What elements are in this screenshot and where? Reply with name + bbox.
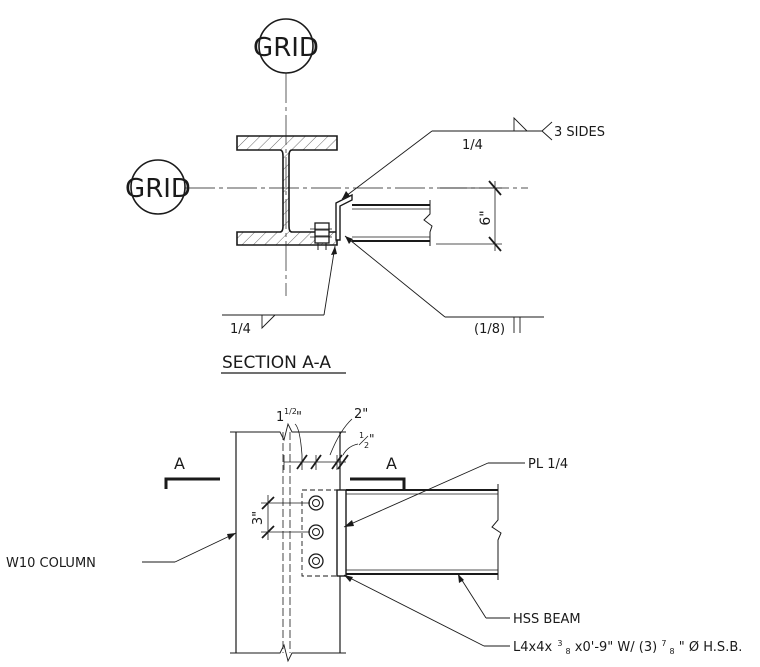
angle-label-part-b: x0'-9" W/ (3) xyxy=(575,640,662,655)
beam-callout: HSS BEAM xyxy=(457,573,581,627)
hss-beam-plan xyxy=(352,200,433,246)
section-marker-right-label: A xyxy=(386,454,397,473)
dim-edge-unit: " xyxy=(296,410,302,425)
section-marker-left-label: A xyxy=(174,454,185,473)
plate-label: PL 1/4 xyxy=(528,457,568,472)
dimension-depth-label: 6" xyxy=(478,210,494,225)
dimensions-top: 1 1/2 " 2" 1 2 " xyxy=(276,407,375,470)
dimension-6in: 6" xyxy=(436,180,502,252)
dimension-bolt-spacing: 3" xyxy=(251,495,310,540)
weld-right-size: (1/8) xyxy=(474,322,505,337)
weld-top-size: 1/4 xyxy=(462,138,483,153)
shear-plate-elevation xyxy=(336,489,347,577)
dim-bolt-spacing-label: 3" xyxy=(251,511,266,525)
hss-beam-elevation xyxy=(346,484,502,580)
bolt-3 xyxy=(308,553,324,569)
angle-frac-b-den: 8 xyxy=(670,647,675,656)
bolt-1 xyxy=(308,495,324,511)
weld-top-note: 3 SIDES xyxy=(554,125,605,140)
section-view: GRID GRID xyxy=(125,18,605,374)
angle-frac-a-num: 3 xyxy=(557,639,562,648)
dim-gap-label: 2" xyxy=(354,407,368,422)
weld-bottom-size: 1/4 xyxy=(230,322,251,337)
beam-label: HSS BEAM xyxy=(513,612,581,627)
section-title: SECTION A-A xyxy=(222,353,331,373)
elevation-view: A A xyxy=(6,407,742,663)
angle-frac-a-den: 8 xyxy=(566,647,571,656)
clip-angle-section xyxy=(335,193,353,241)
grid-label-top: GRID xyxy=(253,33,319,63)
grid-bubble-top: GRID xyxy=(253,18,319,74)
section-marker-right: A xyxy=(350,454,406,489)
grid-bubble-left: GRID xyxy=(125,159,191,215)
angle-label-part-c: " Ø H.S.B. xyxy=(679,640,743,655)
angle-label: L4x4x 3 8 x0'-9" W/ (3) 7 8 " Ø H.S.B. xyxy=(513,635,742,658)
plate-callout: PL 1/4 xyxy=(343,457,568,528)
angle-callout: L4x4x 3 8 x0'-9" W/ (3) 7 8 " Ø H.S.B. xyxy=(343,574,742,658)
bolts-elevation xyxy=(308,495,324,569)
weld-symbol-top: 1/4 3 SIDES xyxy=(341,116,605,200)
column-section-shape xyxy=(236,135,338,246)
dim-half-num: 1 xyxy=(359,431,364,440)
dim-edge-fraction: 1/2 xyxy=(284,407,297,416)
column-elevation xyxy=(230,422,346,663)
weld-symbol-right: (1/8) xyxy=(344,235,544,337)
bolt-section xyxy=(310,222,332,250)
grid-label-left: GRID xyxy=(125,174,191,204)
dim-edge-whole: 1 xyxy=(276,410,284,425)
weld-symbol-bottom: 1/4 xyxy=(222,245,337,337)
angle-frac-b-num: 7 xyxy=(661,639,666,648)
column-callout: W10 COLUMN xyxy=(6,532,237,571)
column-label: W10 COLUMN xyxy=(6,556,96,571)
dim-half-den: 2 xyxy=(364,441,369,450)
section-marker-left: A xyxy=(164,454,220,489)
dim-half-unit: " xyxy=(369,432,375,446)
angle-label-part-a: L4x4x xyxy=(513,640,552,655)
bolt-2 xyxy=(308,524,324,540)
